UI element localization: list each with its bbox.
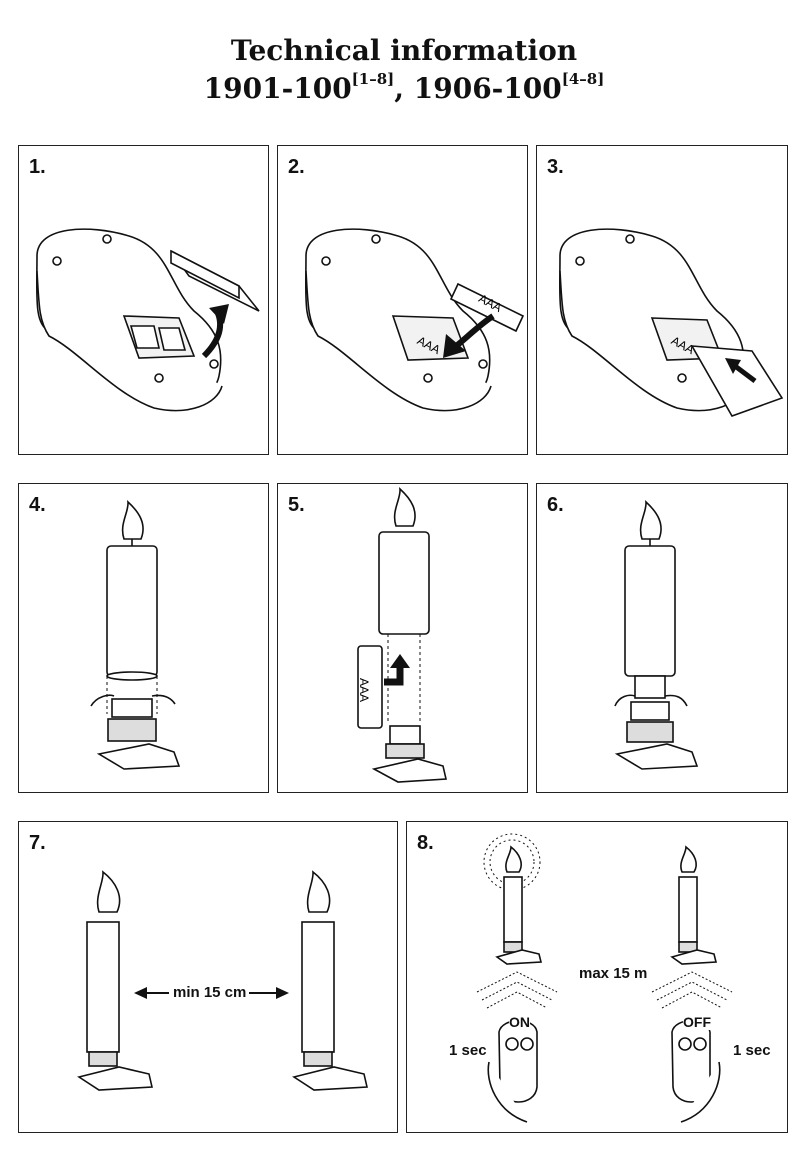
remote-close-cover-illustration: AAA — [558, 228, 784, 417]
remote-open-cover-illustration — [35, 228, 260, 412]
model-a: 1901-100 — [203, 72, 352, 105]
step-1-panel: 1. — [18, 145, 269, 455]
model-b: 1906-100 — [413, 72, 562, 105]
step-5-panel: 5. AAA — [277, 483, 528, 793]
signal-waves — [476, 971, 733, 1009]
step-number: 1. — [29, 156, 46, 178]
step-number: 3. — [547, 156, 564, 178]
distance-label: min 15 cm — [173, 984, 247, 1001]
step-number: 7. — [29, 832, 46, 854]
remote-insert-battery-illustration: AAA AAA — [304, 228, 525, 412]
title-line-1: Technical information — [230, 34, 578, 67]
candle-insert-battery-illustration: AAA — [357, 487, 447, 783]
duration-label-left: 1 sec — [449, 1042, 487, 1059]
step-number: 6. — [547, 494, 564, 516]
page-title: Technical information — [0, 34, 808, 67]
step-number: 5. — [288, 494, 305, 516]
step-number: 2. — [288, 156, 305, 178]
candle-unscrew-illustration — [90, 500, 181, 770]
model-separator: , — [394, 72, 404, 105]
page-subtitle: 1901-100[1–8], 1906-100[4–8] — [0, 70, 808, 105]
step-4-panel: 4. — [18, 483, 269, 793]
step-2-panel: 2. AAA AAA — [277, 145, 528, 455]
on-label: ON — [509, 1014, 530, 1030]
duration-label-right: 1 sec — [733, 1042, 771, 1059]
glow-rays — [483, 833, 541, 891]
step-6-panel: 6. — [536, 483, 788, 793]
candle-spacing-illustration — [77, 870, 368, 1091]
step-8-panel: 8. — [406, 821, 788, 1133]
model-a-range: [1–8] — [351, 70, 395, 88]
off-label: OFF — [683, 1014, 711, 1030]
step-number: 8. — [417, 832, 434, 854]
step-number: 4. — [29, 494, 46, 516]
step-3-panel: 3. AAA — [536, 145, 788, 455]
model-b-range: [4–8] — [561, 70, 605, 88]
step-7-panel: 7. min 15 cm — [18, 821, 398, 1133]
candle-screw-illustration — [614, 500, 699, 770]
battery-text: AAA — [357, 678, 371, 702]
range-label: max 15 m — [579, 965, 648, 982]
remote-on-off-illustration — [476, 833, 733, 1123]
